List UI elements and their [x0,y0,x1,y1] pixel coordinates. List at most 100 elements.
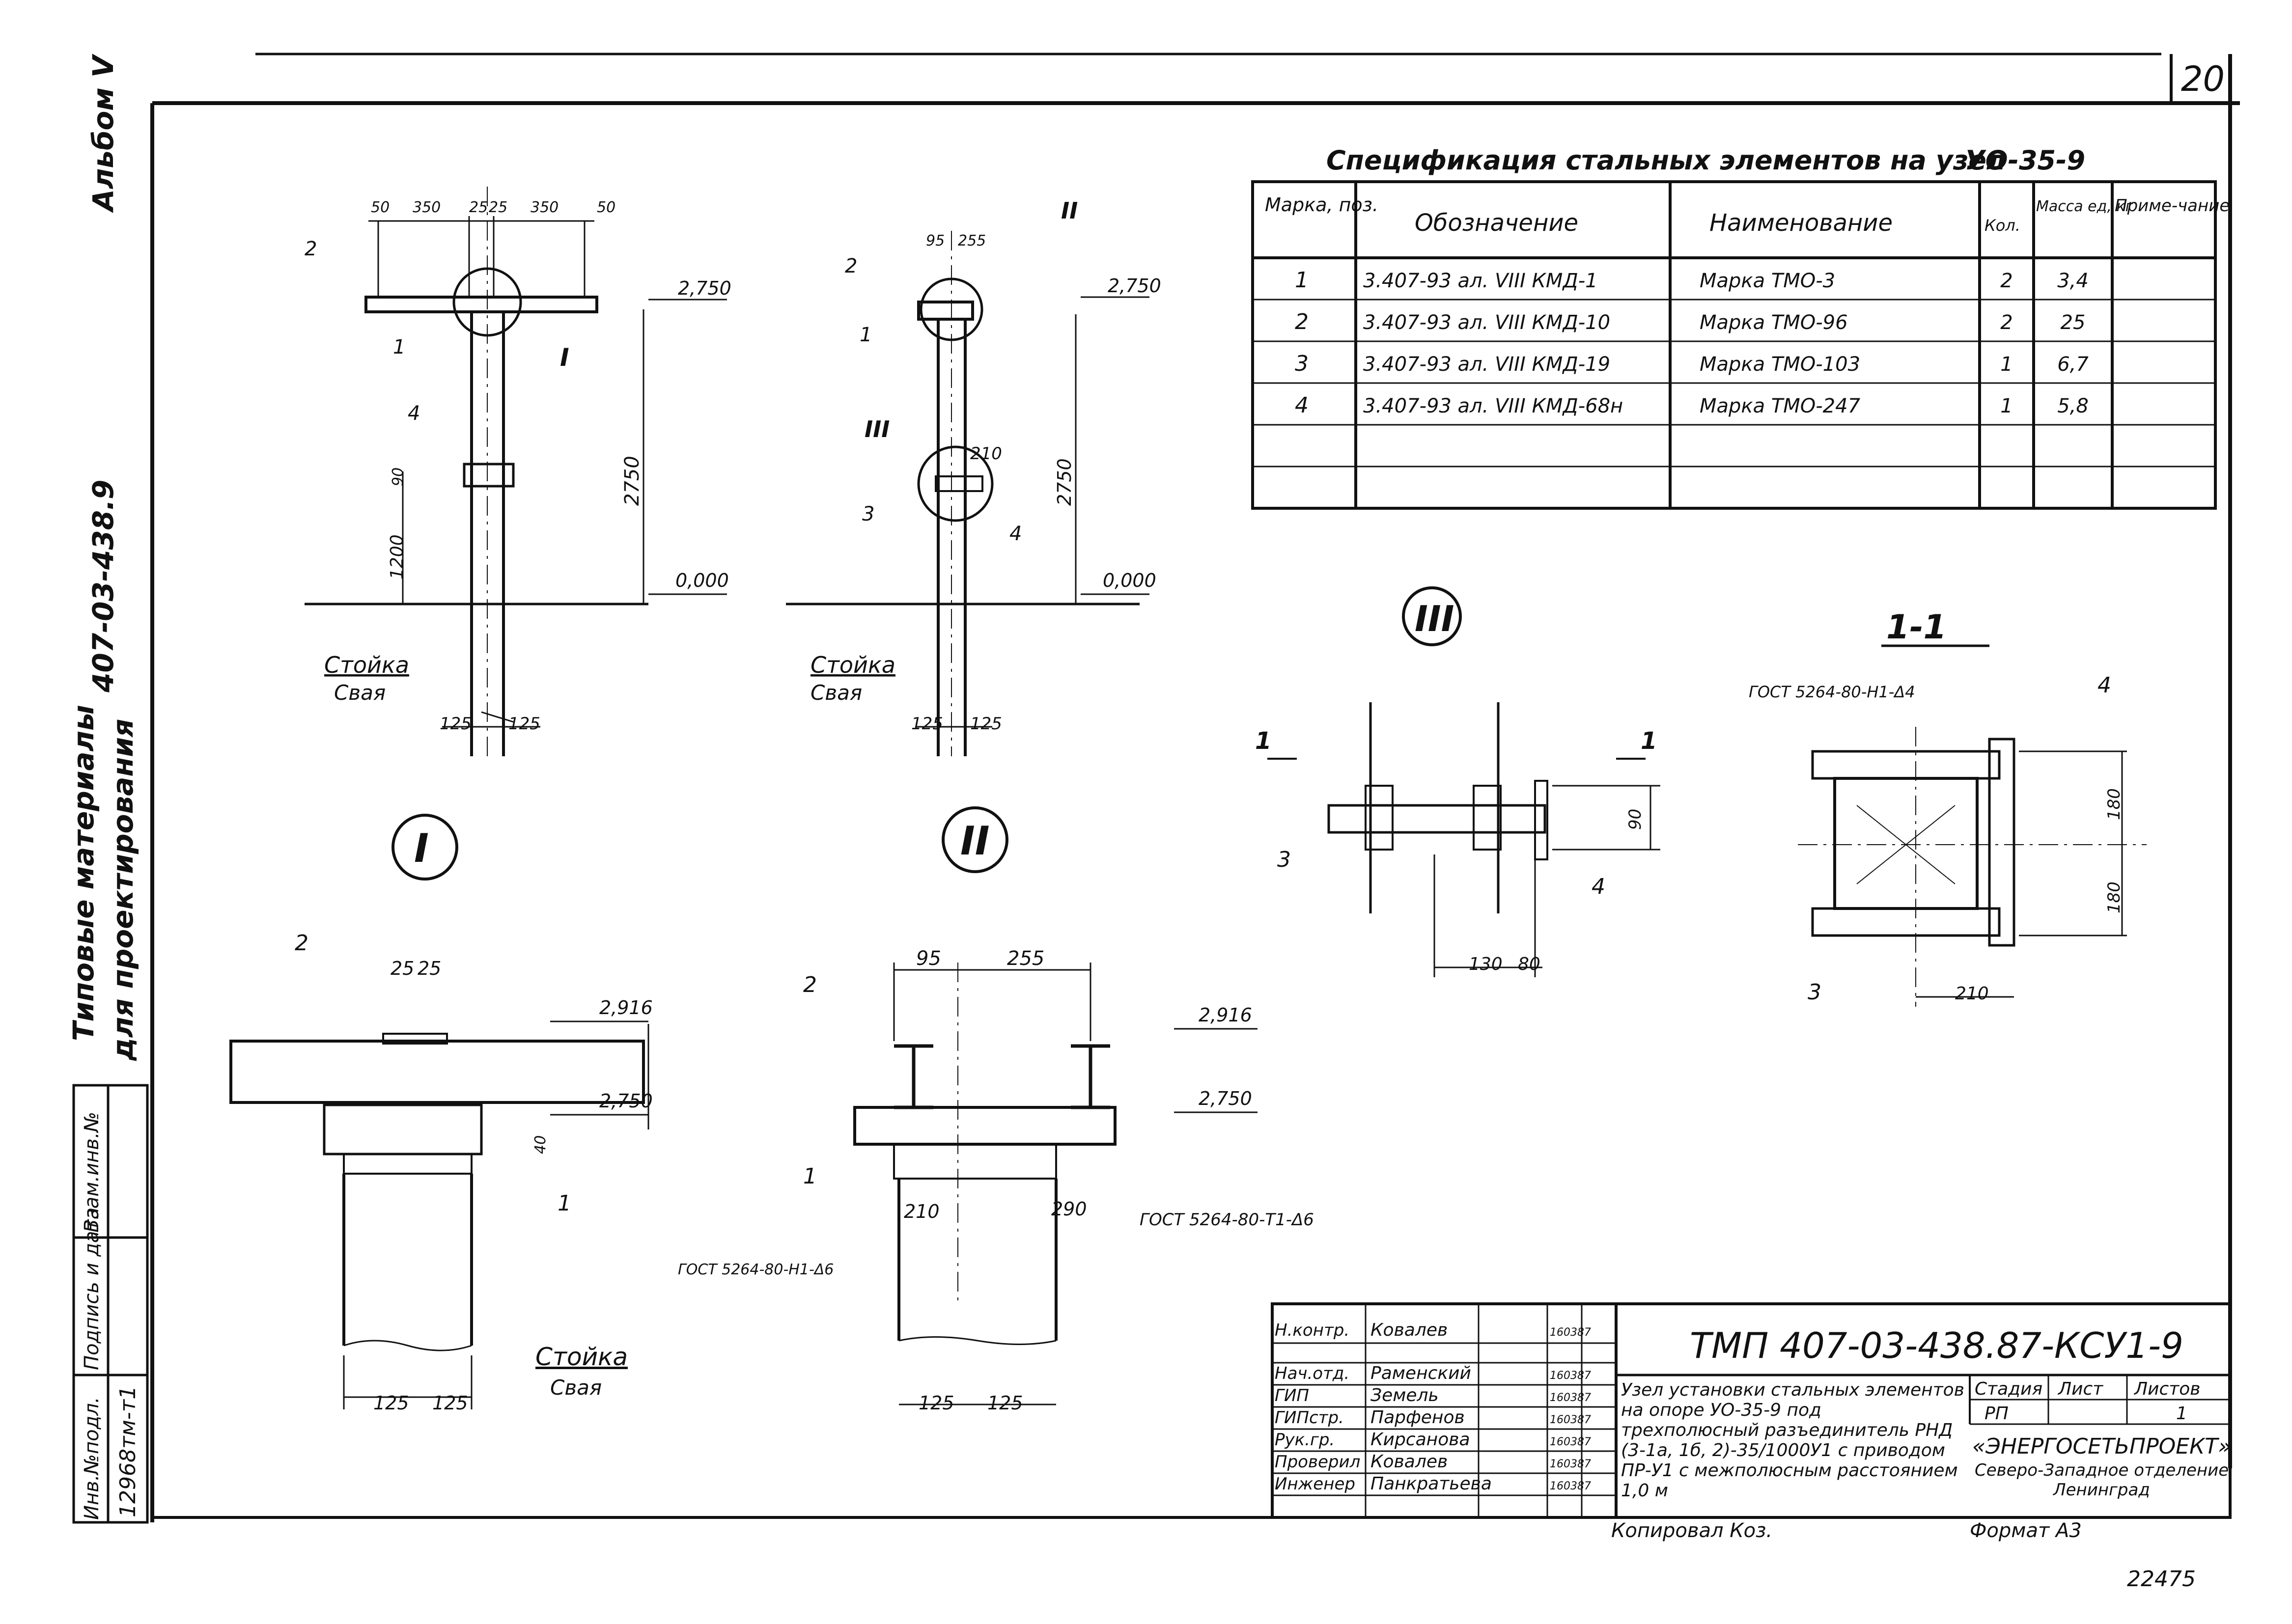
spec-cell-qty: 2 [2000,311,2012,334]
title-org-2: Северо-Западное отделение [1975,1460,2229,1480]
title-person-name: Панкратьева [1370,1474,1492,1494]
spec-cell-name: Марка ТМО-103 [1700,353,1860,376]
view-left-dim-3: 25 [469,199,488,216]
title-format: Формат А3 [1970,1519,2082,1542]
view-left-detail-ref: I [560,343,569,372]
sheet-number: 20 [2181,59,2225,99]
sheet-bottom-right-number: 22475 [2127,1567,2196,1592]
detail-I-callout-2: 2 [295,931,308,956]
view-left-dim-6: 50 [597,199,615,216]
title-person-name: Кирсанова [1370,1430,1470,1450]
view-right-dim-255: 255 [958,232,986,249]
spec-cell-qty: 1 [2000,395,2012,417]
detail-III-label: III [1415,598,1454,639]
view-right-callout-4: 4 [1009,523,1022,545]
spec-header-designation: Обозначение [1415,209,1578,237]
view-left-dim-height: 2750 [621,456,643,506]
view-left-pile-label: Свая [334,681,386,705]
title-person-date: 160387 [1550,1392,1591,1404]
section-1-1-weld: ГОСТ 5264-80-Н1-Δ4 [1749,683,1915,701]
view-left-dim-5: 350 [531,199,559,216]
view-right-callout-1: 1 [860,324,872,346]
sheet-frame [150,53,2240,1522]
title-person-date: 160387 [1550,1436,1591,1448]
spec-cell-mass: 3,4 [2057,270,2089,292]
view-left-callout-1: 1 [393,336,405,358]
view-right-elev-top: 2,750 [1108,275,1161,297]
spec-header-qty: Кол. [1985,216,2020,235]
view-right-pile-label: Свая [811,681,862,705]
view-left-elev-top: 2,750 [678,277,731,299]
section-1-1-label: 1-1 [1886,608,1947,647]
title-description: Узел установки стальных элементов на опо… [1621,1380,1964,1501]
view-left-geometry [305,187,727,756]
series-title-1: Типовые материалы [67,705,100,1041]
title-sheets-header: Листов [2133,1379,2200,1399]
album-label: Альбом V [86,54,120,213]
detail-II-weld-H1: ГОСТ 5264-80-Н1-Δ6 [678,1261,834,1278]
detail-II-dim-95: 95 [916,947,941,970]
spec-cell-pos: 3 [1295,351,1309,376]
title-person-date: 160387 [1550,1370,1591,1382]
series-title-2: для проектирования [106,719,140,1061]
detail-I-post-label: Стойка [535,1343,628,1371]
side-stamp-label-signature: Подпись и дата [81,1208,103,1370]
section-1-1-dim-210: 210 [1955,984,1989,1004]
spec-cell-designation: 3.407-93 ал. VIII КМД-10 [1363,311,1610,334]
spec-header-pos: Марка, поз. [1265,194,1378,216]
view-left-post-label: Стойка [324,652,409,678]
detail-II-elev-2: 2,750 [1199,1088,1252,1109]
detail-II-callout-1: 1 [803,1164,817,1189]
detail-II-callout-2: 2 [803,972,817,997]
detail-III-geometry [1267,586,1660,977]
detail-I-dim-25b: 25 [418,958,441,979]
view-left-dim-bottom-1: 125 [440,714,472,734]
spec-cell-pos: 1 [1295,268,1309,293]
section-1-1-dim-180b: 180 [2104,881,2124,913]
spec-cell-mass: 25 [2061,311,2086,334]
left-margin: Альбом V 407-03-438.9 Типовые материалы … [67,54,140,1061]
title-person-name: Ковалев [1370,1452,1448,1472]
title-person-role: Инженер [1275,1474,1355,1494]
title-sheet-header: Лист [2057,1379,2103,1399]
detail-I-pile-label: Свая [550,1376,602,1400]
detail-II-dim-bottom-2: 125 [987,1392,1023,1414]
section-1-1-dim-180a: 180 [2104,788,2124,820]
title-person-date: 160387 [1550,1480,1591,1492]
side-stamp [72,1084,149,1524]
spec-cell-mass: 6,7 [2057,353,2089,376]
detail-I-elev-2: 2,750 [599,1090,653,1112]
detail-I-dim-40: 40 [532,1135,549,1154]
detail-I-elev-1: 2,916 [599,997,653,1018]
spec-cell-designation: 3.407-93 ал. VIII КМД-1 [1363,270,1598,292]
title-person-name: Земель [1370,1385,1439,1405]
detail-I-label: I [414,826,429,871]
view-left-callout-4: 4 [408,402,420,425]
title-stage-header: Стадия [1975,1379,2042,1399]
spec-cell-designation: 3.407-93 ал. VIII КМД-19 [1363,353,1610,376]
title-person-name: Раменский [1370,1363,1471,1383]
title-person-role: ГИП [1275,1386,1309,1405]
title-org-3: Ленинград [2052,1480,2150,1500]
view-left-dim-2: 350 [413,199,441,216]
view-left-elev-zero: 0,000 [675,570,729,591]
detail-III-section-mark-right: 1 [1641,727,1657,755]
spec-header-mass: Масса ед, кг [2036,198,2133,215]
title-person-role: ГИПстр. [1275,1408,1344,1428]
detail-III-dim-130: 130 [1469,954,1503,974]
spec-cell-qty: 1 [2000,353,2012,376]
title-person-date: 160387 [1550,1414,1591,1426]
detail-III-callout-4: 4 [1592,874,1605,899]
spec-header-row: Марка, поз. Обозначение Наименование Кол… [1265,194,2230,237]
title-person-date: 160387 [1550,1458,1591,1470]
section-1-1-callout-4: 4 [2097,673,2111,698]
title-org-1: «ЭНЕРГОСЕТЬПРОЕКТ» [1972,1434,2231,1459]
detail-II-weld-T1: ГОСТ 5264-80-Т1-Δ6 [1140,1210,1314,1230]
view-right-geometry [786,231,1149,756]
detail-III-section-mark-left: 1 [1255,727,1271,755]
view-left-dim-1: 50 [371,199,390,216]
detail-II-elev-1: 2,916 [1199,1004,1252,1026]
spec-cell-name: Марка ТМО-247 [1700,395,1861,417]
detail-II-dim-210: 210 [904,1201,940,1222]
